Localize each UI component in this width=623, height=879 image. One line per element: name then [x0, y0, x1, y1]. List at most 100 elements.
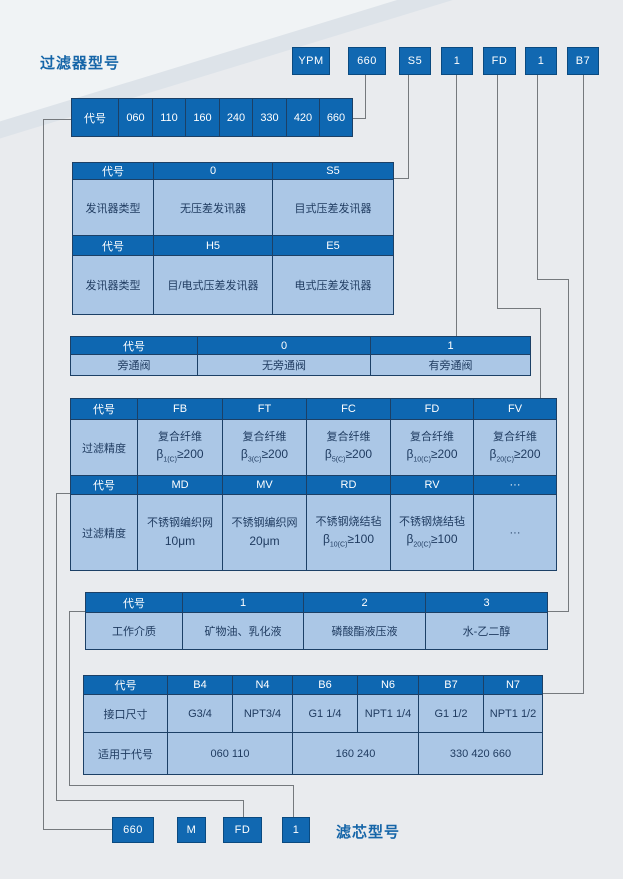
element-code-precision-box: FD — [223, 817, 262, 843]
transmitter-table: 代号 0 S5 发讯器类型 无压差发讯器 目式压差发讯器 代号 H5 E5 发讯… — [72, 162, 394, 315]
connector-medium — [547, 611, 569, 612]
table-cell: 代号 — [70, 336, 198, 355]
table-cell: 旁通阀 — [70, 354, 198, 376]
connector-medium — [568, 279, 569, 611]
filter-code-medium-box: 1 — [525, 47, 557, 75]
bypass-table: 代号 0 1 旁通阀 无旁通阀 有旁通阀 — [70, 336, 531, 376]
table-cell: RV — [390, 475, 474, 495]
filter-code-precision-box: FD — [483, 47, 516, 75]
connector-interface — [583, 75, 584, 693]
filter-code-transmitter-box: S5 — [399, 47, 431, 75]
filter-code-series-box: YPM — [292, 47, 330, 75]
table-cell: 不锈钢编织网 10μm — [137, 494, 223, 571]
table-cell: 过滤精度 — [70, 494, 138, 571]
table-cell: 240 — [219, 98, 253, 137]
table-cell: 660 — [319, 98, 353, 137]
connector-element-size — [43, 829, 112, 830]
filter-code-size-box: 660 — [348, 47, 386, 75]
table-cell: 1 — [182, 592, 304, 613]
beta-rating-text: β10(C)≥100 — [322, 532, 375, 549]
table-cell: 代号 — [71, 98, 119, 137]
filter-model-title: 过滤器型号 — [40, 55, 121, 72]
table-cell: MV — [222, 475, 307, 495]
table-cell: 0 — [153, 162, 273, 180]
size-table: 代号 060 110 160 240 330 420 660 — [71, 98, 353, 137]
material-text: 不锈钢编织网 — [147, 517, 213, 530]
table-cell: 代号 — [70, 398, 138, 420]
element-code-medium-box: 1 — [282, 817, 310, 843]
connector-precision — [540, 308, 541, 398]
table-cell: MD — [137, 475, 223, 495]
beta-rating-text: β3(C)≥200 — [240, 447, 289, 464]
connector-element-precision — [56, 493, 70, 494]
connector-element-size — [43, 119, 71, 120]
table-cell: 发讯器类型 — [72, 179, 154, 236]
table-cell: 目/电式压差发讯器 — [153, 255, 273, 315]
table-cell: 有旁通阀 — [370, 354, 531, 376]
table-cell: 060 110 — [167, 732, 293, 775]
table-cell: G1 1/4 — [292, 694, 358, 733]
table-cell: 1 — [370, 336, 531, 355]
material-text: 复合纤维 — [326, 430, 371, 443]
connector-transmitter — [393, 178, 409, 179]
micron-rating-text: 20μm — [249, 533, 280, 548]
table-cell: 无压差发讯器 — [153, 179, 273, 236]
material-text: 不锈钢编织网 — [231, 517, 298, 530]
table-cell: 不锈钢烧结毡 β20(C)≥100 — [390, 494, 474, 571]
material-text: 复合纤维 — [410, 430, 454, 443]
table-cell: 目式压差发讯器 — [272, 179, 394, 236]
connector-transmitter — [408, 75, 409, 178]
beta-rating-text: β20(C)≥100 — [406, 532, 458, 549]
table-cell: 复合纤维 β10(C)≥200 — [390, 419, 474, 476]
table-cell: N6 — [357, 675, 419, 695]
element-code-size-box: 660 — [112, 817, 154, 843]
table-cell: N7 — [483, 675, 543, 695]
table-cell: RD — [306, 475, 391, 495]
table-cell: H5 — [153, 235, 273, 256]
table-cell: 复合纤维 β5(C)≥200 — [306, 419, 391, 476]
connector-medium — [537, 279, 569, 280]
connector-element-medium — [69, 611, 70, 785]
material-text: 复合纤维 — [493, 430, 537, 443]
table-cell: FV — [473, 398, 557, 420]
table-cell: NPT3/4 — [232, 694, 293, 733]
table-cell: G3/4 — [167, 694, 233, 733]
table-cell: 无旁通阀 — [197, 354, 371, 376]
beta-rating-text: β20(C)≥200 — [489, 447, 541, 464]
table-cell: 工作介质 — [85, 612, 183, 650]
table-cell: 110 — [152, 98, 186, 137]
table-cell: 矿物油、乳化液 — [182, 612, 304, 650]
beta-rating-text: β10(C)≥200 — [406, 447, 458, 464]
table-cell: 2 — [303, 592, 426, 613]
table-cell: 060 — [118, 98, 153, 137]
table-cell: 0 — [197, 336, 371, 355]
table-cell: 过滤精度 — [70, 419, 138, 476]
table-cell: FT — [222, 398, 307, 420]
beta-rating-text: β1(C)≥200 — [156, 447, 204, 464]
table-cell: 复合纤维 β1(C)≥200 — [137, 419, 223, 476]
table-cell: 接口尺寸 — [83, 694, 168, 733]
table-cell: N4 — [232, 675, 293, 695]
table-cell: 不锈钢烧结毡 β10(C)≥100 — [306, 494, 391, 571]
connector-precision — [497, 75, 498, 308]
table-cell: 代号 — [72, 162, 154, 180]
table-cell: E5 — [272, 235, 394, 256]
connector-size-top — [352, 118, 366, 119]
table-cell: B6 — [292, 675, 358, 695]
table-cell: B7 — [418, 675, 484, 695]
filter-code-bypass-box: 1 — [441, 47, 473, 75]
table-cell: 不锈钢编织网 20μm — [222, 494, 307, 571]
table-cell: NPT1 1/2 — [483, 694, 543, 733]
table-cell: 发讯器类型 — [72, 255, 154, 315]
medium-table: 代号 1 2 3 工作介质 矿物油、乳化液 磷酸酯液压液 水-乙二醇 — [85, 592, 548, 650]
table-cell: 代号 — [85, 592, 183, 613]
table-cell: FC — [306, 398, 391, 420]
connector-element-size — [43, 119, 44, 829]
interface-table: 代号 B4 N4 B6 N6 B7 N7 接口尺寸 G3/4 NPT3/4 G1… — [83, 675, 543, 775]
table-cell: B4 — [167, 675, 233, 695]
table-cell: 磷酸酯液压液 — [303, 612, 426, 650]
table-cell: ··· — [473, 475, 557, 495]
table-cell: NPT1 1/4 — [357, 694, 419, 733]
connector-element-medium — [69, 611, 85, 612]
